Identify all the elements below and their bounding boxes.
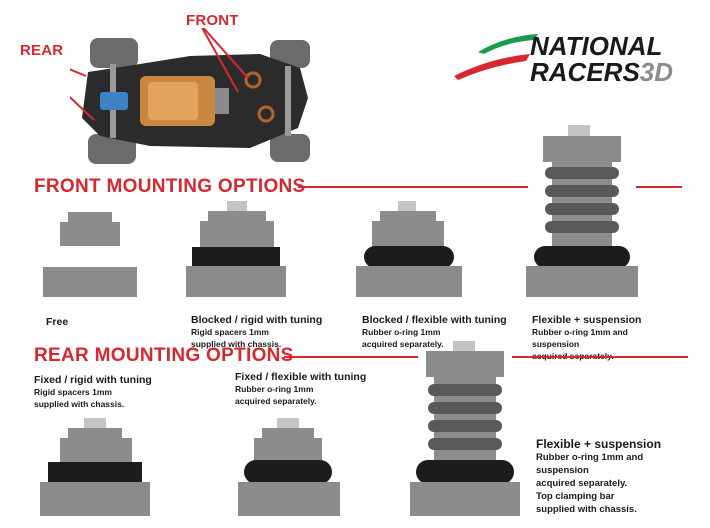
rear-section-rule bbox=[284, 356, 418, 358]
chassis-illustration bbox=[70, 28, 310, 164]
front-option-caption: Free bbox=[46, 316, 68, 328]
rubber-oring bbox=[416, 460, 514, 484]
caption-line: supplied with chassis. bbox=[191, 339, 282, 349]
top-pin bbox=[84, 418, 106, 428]
top-pin bbox=[398, 201, 416, 211]
rear-option-caption: Fixed / flexible with tuning Rubber o-ri… bbox=[235, 371, 366, 407]
rear-callout-label: REAR bbox=[20, 42, 64, 59]
base-block bbox=[356, 266, 462, 297]
spring-coil bbox=[428, 420, 502, 432]
rear-section-title: REAR MOUNTING OPTIONS bbox=[34, 345, 294, 366]
caption-title: Fixed / flexible with tuning bbox=[235, 371, 367, 383]
front-option-caption: Blocked / rigid with tuning Rigid spacer… bbox=[191, 314, 322, 350]
caption-line: Rubber o-ring 1mm and bbox=[536, 452, 644, 463]
caption-title: Free bbox=[46, 316, 69, 328]
base-block bbox=[43, 267, 137, 297]
caption-line: Rubber o-ring 1mm bbox=[362, 327, 441, 337]
top-block-step bbox=[380, 211, 436, 221]
top-block-step bbox=[262, 428, 314, 438]
logo-swoosh-icon bbox=[454, 34, 538, 80]
rigid-spacer bbox=[48, 462, 142, 482]
base-block bbox=[238, 482, 340, 516]
top-block-step bbox=[68, 428, 122, 438]
spring-coil bbox=[545, 167, 619, 179]
top-block bbox=[60, 438, 132, 462]
caption-line: acquired separately. bbox=[362, 339, 444, 349]
caption-line: supplied with chassis. bbox=[34, 399, 125, 409]
caption-line: Rubber o-ring 1mm and bbox=[532, 327, 628, 337]
front-wheel-bottom bbox=[270, 134, 310, 162]
rear-wheel-bottom bbox=[88, 134, 136, 164]
rear-option-caption: Fixed / rigid with tuning Rigid spacers … bbox=[34, 374, 152, 410]
top-pin bbox=[277, 418, 299, 428]
caption-line: Rigid spacers 1mm bbox=[34, 387, 112, 397]
spring-coil bbox=[545, 203, 619, 215]
top-pin bbox=[453, 341, 475, 351]
top-block-step bbox=[208, 211, 266, 221]
top-pin bbox=[227, 201, 247, 211]
rear-wheel-top bbox=[90, 38, 138, 68]
top-block bbox=[60, 222, 120, 246]
spring-coil bbox=[428, 402, 502, 414]
top-block bbox=[200, 221, 274, 247]
caption-line: suspension bbox=[536, 465, 589, 476]
caption-line: Top clamping bar bbox=[536, 491, 615, 502]
top-pin bbox=[568, 125, 590, 136]
suspension-cap bbox=[426, 351, 504, 377]
rubber-oring bbox=[534, 246, 630, 268]
caption-line: suspension bbox=[532, 339, 580, 349]
caption-title: Fixed / rigid with tuning bbox=[34, 374, 152, 386]
caption-title: Blocked / rigid with tuning bbox=[191, 314, 323, 326]
rear-section-rule-right bbox=[512, 356, 688, 358]
brand-logo: NATIONAL RACERS3D bbox=[450, 30, 690, 87]
caption-line: Rubber o-ring 1mm bbox=[235, 384, 314, 394]
rubber-oring bbox=[364, 246, 454, 268]
caption-line: Rigid spacers 1mm bbox=[191, 327, 269, 337]
front-section-rule-right bbox=[636, 186, 682, 188]
spring-coil bbox=[545, 185, 619, 197]
top-block bbox=[254, 438, 322, 462]
caption-line: supplied with chassis. bbox=[536, 504, 637, 515]
front-option-caption: Blocked / flexible with tuning Rubber o-… bbox=[362, 314, 507, 350]
top-block-step bbox=[68, 212, 112, 222]
base-block bbox=[186, 266, 286, 297]
front-option-caption: Flexible + suspension Rubber o-ring 1mm … bbox=[532, 314, 641, 362]
caption-title: Flexible + suspension bbox=[532, 314, 642, 326]
spring-coil bbox=[545, 221, 619, 233]
caption-line: acquired separately. bbox=[235, 396, 317, 406]
logo-line-2-suffix: 3D bbox=[639, 57, 674, 87]
front-section-rule bbox=[298, 186, 528, 188]
logo-line-1: NATIONAL bbox=[530, 31, 663, 61]
rigid-spacer bbox=[192, 247, 280, 266]
spring-left bbox=[244, 71, 262, 89]
spring-right bbox=[257, 105, 275, 123]
gear bbox=[100, 92, 128, 110]
front-section-title: FRONT MOUNTING OPTIONS bbox=[34, 176, 306, 197]
top-block bbox=[372, 221, 444, 247]
caption-title: Blocked / flexible with tuning bbox=[362, 314, 507, 326]
front-callout-label: FRONT bbox=[186, 12, 239, 29]
caption-title: Flexible + suspension bbox=[536, 437, 662, 451]
logo-line-2: RACERS bbox=[530, 57, 640, 87]
base-block bbox=[526, 266, 638, 297]
rubber-oring bbox=[244, 460, 332, 484]
caption-line: acquired separately. bbox=[536, 478, 628, 489]
base-block bbox=[40, 482, 150, 516]
spring-coil bbox=[428, 384, 502, 396]
suspension-cap bbox=[543, 136, 621, 162]
base-block bbox=[410, 482, 520, 516]
spring-coil bbox=[428, 438, 502, 450]
rear-option-caption: Flexible + suspension Rubber o-ring 1mm … bbox=[536, 438, 661, 516]
